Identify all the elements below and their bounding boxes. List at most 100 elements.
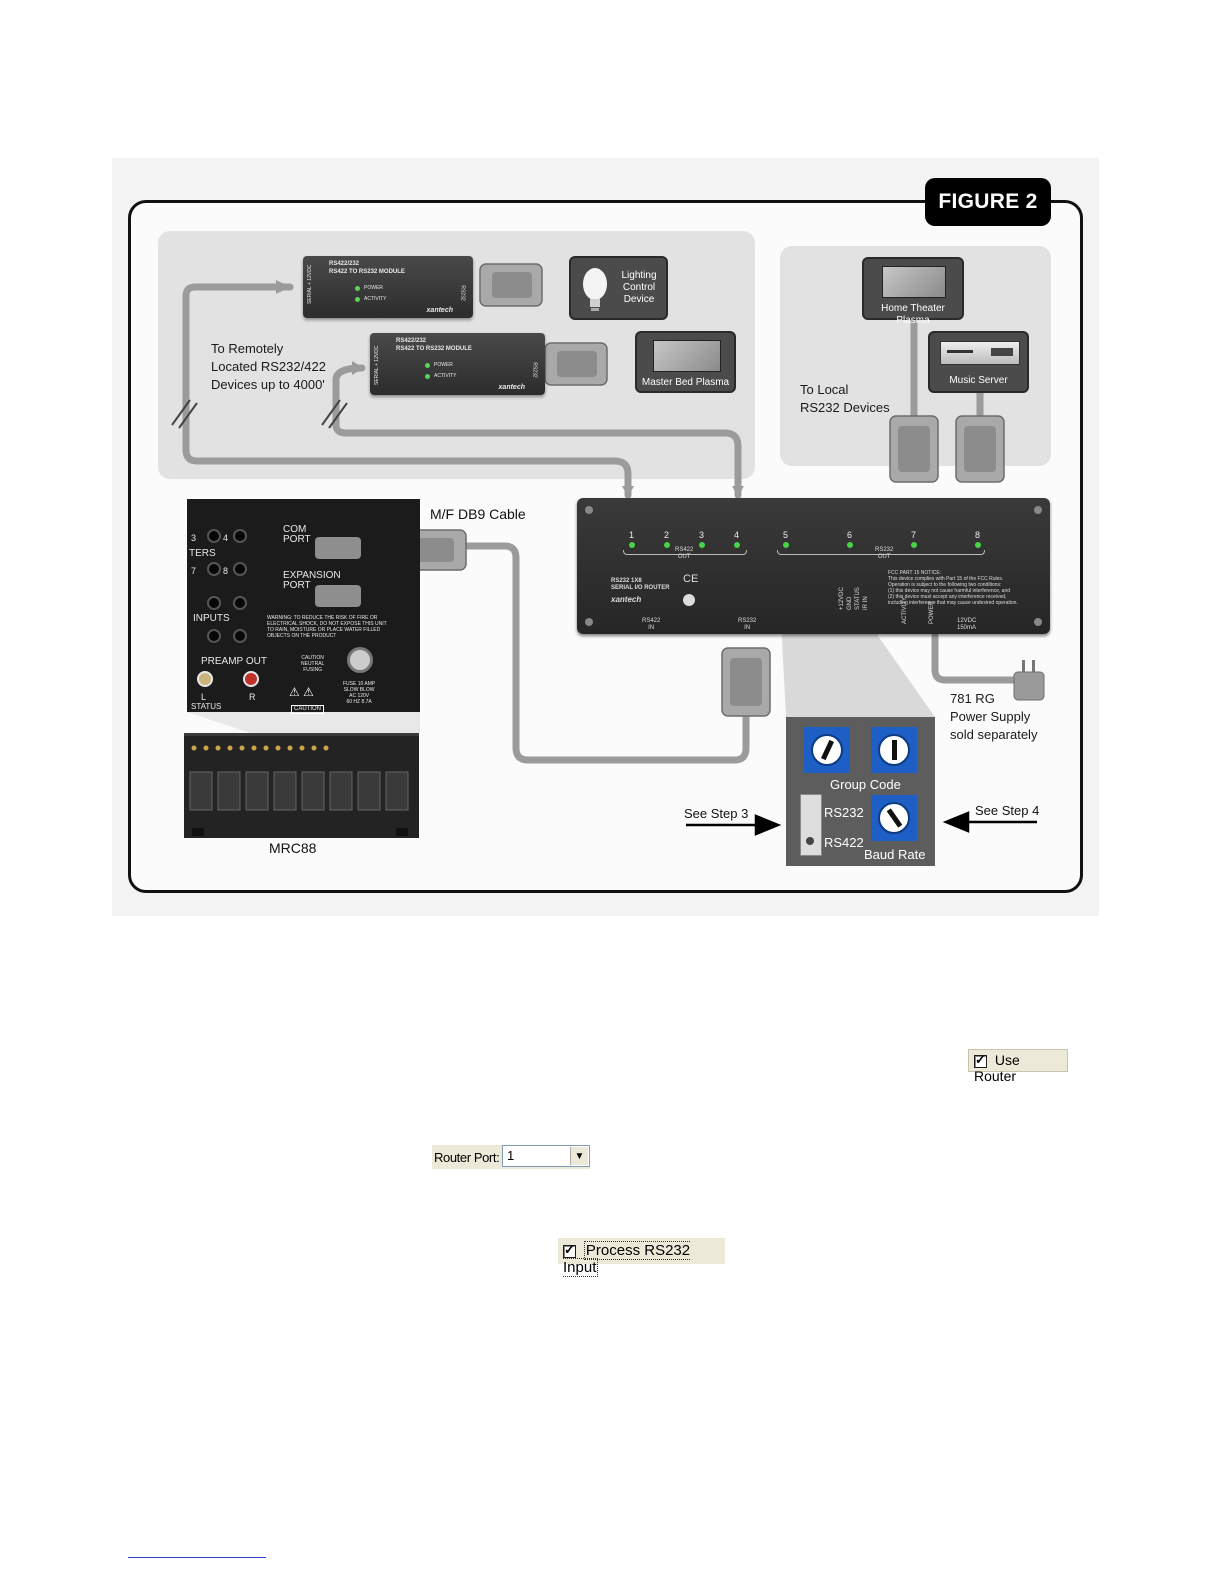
process-rs232-checkbox[interactable]: ✓ Process RS232 Input <box>558 1238 725 1277</box>
group-code-dial-1 <box>804 727 850 773</box>
module-2-port-label: RS232 <box>531 362 538 378</box>
router-settings-panel: Group Code RS232 RS422 Baud Rate <box>786 717 935 866</box>
plasma-screen-icon <box>882 266 946 298</box>
master-bed-plasma-label: Master Bed Plasma <box>641 377 730 388</box>
db9-cable-label: M/F DB9 Cable <box>430 506 526 522</box>
master-bed-plasma-device: Master Bed Plasma <box>635 331 736 393</box>
router-brand: xantech <box>611 595 642 604</box>
local-devices-label: To Local RS232 Devices <box>800 381 890 417</box>
module-2-activity-label: ACTIVITY <box>434 373 457 379</box>
module-1-title-line1: RS422/232 <box>329 261 360 267</box>
router-port-2-label: 2 <box>664 530 670 540</box>
db9-connectors <box>387 263 1045 717</box>
module-2-power-label: POWER <box>434 362 453 368</box>
lightbulb-icon <box>583 268 607 311</box>
power-supply-label: 781 RG Power Supply sold separately <box>950 690 1037 744</box>
router-led-3 <box>699 542 705 548</box>
power-label-line2: Power Supply <box>950 709 1031 724</box>
module-1-side-label: SERIAL + 12VDC <box>307 264 313 304</box>
use-router-label: Use Router <box>974 1052 1020 1084</box>
router-led-8 <box>975 542 981 548</box>
group-code-label: Group Code <box>830 777 901 792</box>
expansion-port-connector <box>315 585 361 607</box>
process-rs232-check-icon[interactable]: ✓ <box>563 1241 576 1258</box>
use-router-check-icon[interactable]: ✓ <box>974 1051 987 1068</box>
mrc88-label: MRC88 <box>269 840 317 856</box>
router-led-5 <box>783 542 789 548</box>
ctick-icon <box>683 594 695 606</box>
module-2-activity-led <box>425 374 430 379</box>
power-label-line3: sold separately <box>950 727 1038 742</box>
home-theater-plasma-label: Home Theater Plasma <box>881 303 945 326</box>
module-1-power-label: POWER <box>364 285 383 291</box>
caution-box: CAUTION <box>291 705 324 714</box>
lighting-label-line1: Lighting <box>621 270 657 281</box>
ce-mark: CE <box>683 573 699 585</box>
remote-label-line3: Devices up to 4000' <box>211 377 325 392</box>
com-port-connector <box>315 537 361 559</box>
module-1-title-line2: RS422 TO RS232 MODULE <box>329 269 405 275</box>
switch-rs422-label: RS422 <box>824 835 864 850</box>
router-port-4-label: 4 <box>734 530 740 540</box>
preamp-r-label: R <box>249 692 256 702</box>
router-port-label: Router Port: <box>434 1150 500 1165</box>
jack-group-label: TERS <box>189 548 216 559</box>
local-label-line1: To Local <box>800 382 849 397</box>
jack-8-label: 8 <box>223 566 229 576</box>
router-led-2 <box>664 542 670 548</box>
dial-pointer-icon <box>892 740 897 760</box>
module-2-side-label: SERIAL + 12VDC <box>374 345 380 385</box>
music-server-icon <box>940 341 1020 365</box>
use-router-checkbox[interactable]: ✓ Use Router <box>968 1049 1068 1084</box>
fcc-notice: FCC PART 15 NOTICE:This device complies … <box>888 570 1018 606</box>
fuse-holder <box>347 647 373 673</box>
router-port-1-label: 1 <box>629 530 635 540</box>
remote-label-line2: Located RS232/422 <box>211 359 326 374</box>
status-label: STATUS <box>191 702 222 711</box>
lighting-control-device: Lighting Control Device <box>569 256 668 320</box>
activity-label: ACTIVITY <box>902 596 908 624</box>
lighting-label-line3: Device <box>623 294 655 305</box>
router-port-3-label: 3 <box>699 530 705 540</box>
remote-label-line1: To Remotely <box>211 341 284 356</box>
preamp-out-label: PREAMP OUT <box>201 656 267 667</box>
baud-rate-label: Baud Rate <box>864 847 926 862</box>
process-rs232-label: Process RS232 Input <box>563 1241 691 1277</box>
plasma-screen-icon <box>653 340 721 372</box>
router-port-7-label: 7 <box>911 530 917 540</box>
mrc88-rear-detail <box>189 745 409 836</box>
module-2-power-led <box>425 363 430 368</box>
see-step-3-label: See Step 3 <box>684 806 749 821</box>
module-1-port-label: RS232 <box>459 285 466 301</box>
module-1-activity-led <box>355 297 360 302</box>
router-port-select[interactable]: 1 ▼ <box>502 1145 590 1167</box>
preamp-l-label: L <box>201 692 207 702</box>
mrc88-rear-panel: 3 4 7 8 TERS INPUTS PREAMP OUT L R STATU… <box>187 499 420 714</box>
chevron-down-icon[interactable]: ▼ <box>570 1147 588 1165</box>
module-1-power-led <box>355 286 360 291</box>
router-led-6 <box>847 542 853 548</box>
local-label-line2: RS232 Devices <box>800 400 890 415</box>
home-theater-plasma-device: Home Theater Plasma <box>862 257 964 326</box>
module-1-activity-label: ACTIVITY <box>364 296 387 302</box>
power-label: POWER <box>929 601 935 624</box>
router-led-1 <box>629 542 635 548</box>
jack-4-label: 4 <box>223 533 229 543</box>
router-port-6-label: 6 <box>847 530 853 540</box>
group-code-dial-2 <box>871 727 917 773</box>
power-label-line1: 781 RG <box>950 691 995 706</box>
terminal-12vdc-label: +12VDC <box>839 587 845 610</box>
terminal-gnd-label: GND <box>847 596 853 610</box>
